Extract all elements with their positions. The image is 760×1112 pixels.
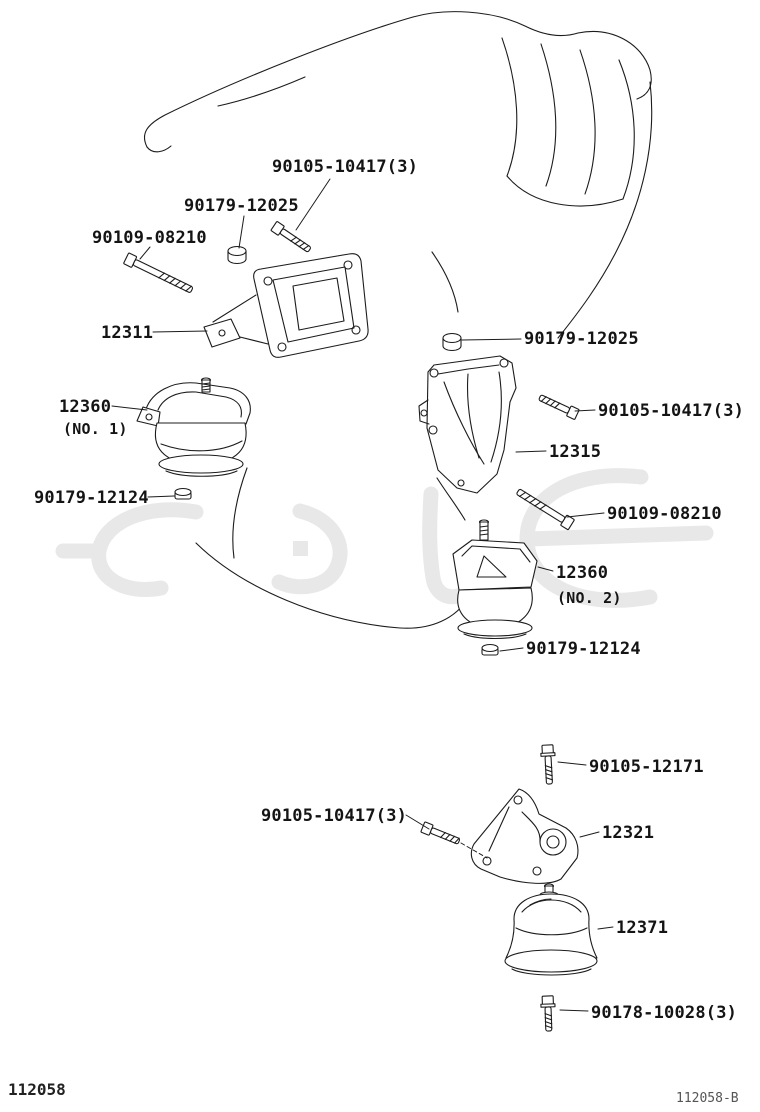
sheet-code: 112058-B [676,1091,739,1106]
part-number-label: 12321 [602,823,655,843]
part-number-label: 90179-12025 [524,329,639,349]
leader-lines [111,178,614,1012]
nut-90179-12124-bottom-drawing [481,643,499,656]
bolt-90178-10028-drawing [540,995,556,1032]
bolt-90105-10417-right-drawing [538,394,580,420]
part-number-label: 90178-10028(3) [591,1003,738,1023]
drawing-number: 112058 [8,1080,66,1099]
bolt-90109-08210-top-drawing [123,252,194,293]
nut-90179-12124-left-drawing [174,487,192,500]
bracket-12321-drawing [470,788,579,884]
part-number-label: 90105-10417(3) [261,806,408,826]
part-number-label: 90179-12124 [34,488,149,508]
part-number-label: 90105-10417(3) [272,157,419,177]
bracket-12311-drawing [203,253,369,358]
part-number-label: 12311 [101,323,154,343]
engine-outline-drawing [143,11,653,629]
part-number-sublabel: (NO. 2) [557,589,622,607]
bolt-90105-10417-top-drawing [270,221,311,253]
engine-mount-12360-no1-drawing [136,377,251,477]
bracket-12315-drawing [418,355,517,494]
bolt-90105-10417-bottom-drawing [420,821,461,845]
engine-mount-12371-drawing [504,883,598,976]
bolt-90109-08210-right-drawing [516,488,575,531]
part-number-label: 90179-12124 [526,639,641,659]
part-number-label: 12360 [59,397,112,417]
part-number-label: 12360 [556,563,609,583]
part-number-label: 12315 [549,442,602,462]
part-number-label: 12371 [616,918,669,938]
part-number-label: 90109-08210 [92,228,207,248]
nut-90179-12025-top-drawing [227,245,247,265]
part-number-label: 90109-08210 [607,504,722,524]
bolt-90105-12171-drawing [540,744,556,785]
part-number-label: 90105-10417(3) [598,401,745,421]
part-number-sublabel: (NO. 1) [63,420,128,438]
watermark-logo [55,468,714,608]
part-number-label: 90105-12171 [589,757,704,777]
nut-90179-12025-right-drawing [442,332,462,352]
part-number-label: 90179-12025 [184,196,299,216]
engine-mount-12360-no2-drawing [452,519,538,639]
